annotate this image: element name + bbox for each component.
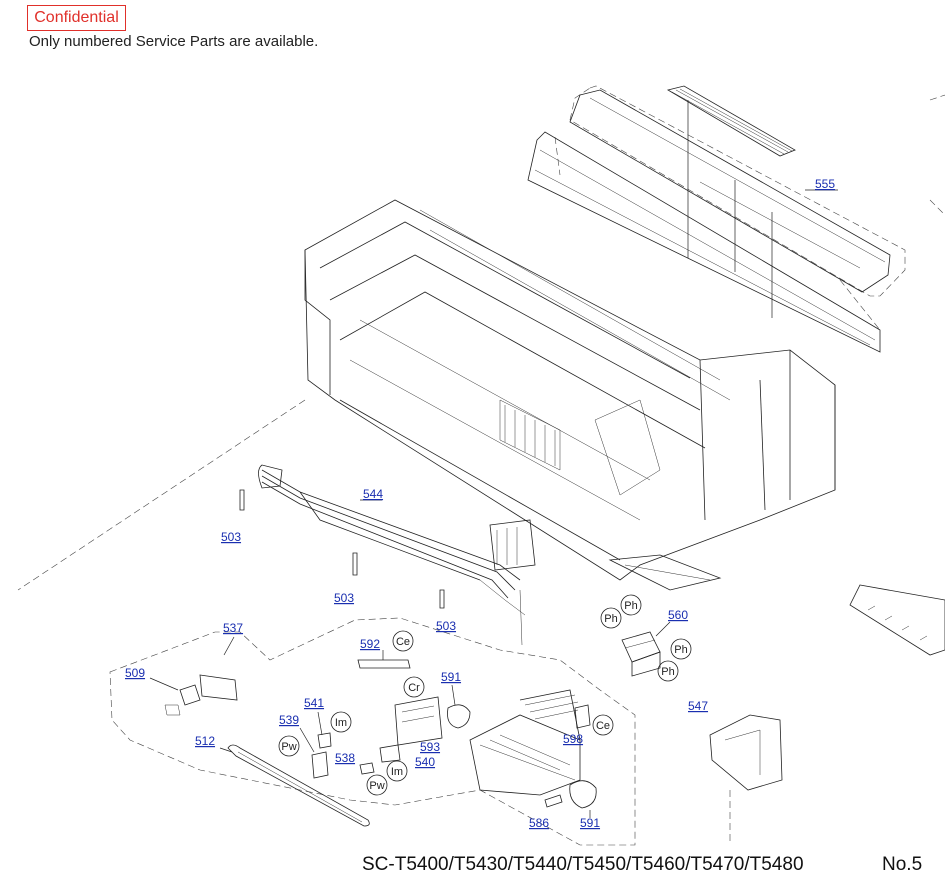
svg-text:Im: Im — [335, 717, 347, 729]
svg-text:Pw: Pw — [369, 780, 384, 792]
part-link-541[interactable]: 541 — [304, 696, 324, 710]
callout-badges: Ce Cr Im Pw Im Pw Ce Ph — [278, 594, 692, 796]
part-link-537[interactable]: 537 — [223, 621, 243, 635]
cable-harness — [239, 464, 536, 646]
svg-text:Ph: Ph — [624, 600, 637, 612]
part-link-540[interactable]: 540 — [415, 755, 435, 769]
svg-text:Pw: Pw — [281, 741, 296, 753]
badge-im-2: Im — [386, 760, 408, 782]
badge-ce-1: Ce — [392, 630, 414, 652]
part-link-509[interactable]: 509 — [125, 666, 145, 680]
badge-ph-4: Ph — [657, 660, 679, 682]
badge-ph-3: Ph — [670, 638, 692, 660]
main-frame — [17, 136, 881, 591]
part-link-555[interactable]: 555 — [815, 177, 835, 191]
part-labels: 555 544 503 503 503 537 509 512 539 541 … — [125, 177, 835, 830]
part-link-591-b[interactable]: 591 — [580, 816, 600, 830]
service-parts-note: Only numbered Service Parts are availabl… — [29, 33, 319, 50]
part-link-538[interactable]: 538 — [335, 751, 355, 765]
badge-ph-1: Ph — [620, 594, 642, 616]
part-link-547[interactable]: 547 — [688, 699, 708, 713]
svg-text:Ph: Ph — [661, 666, 674, 678]
lower-parts — [149, 94, 945, 845]
svg-text:Ce: Ce — [396, 636, 410, 648]
top-cover-assembly — [527, 85, 906, 353]
part-link-503-c[interactable]: 503 — [436, 619, 456, 633]
part-link-593[interactable]: 593 — [420, 740, 440, 754]
badge-pw-2: Pw — [366, 774, 388, 796]
part-link-539[interactable]: 539 — [279, 713, 299, 727]
part-link-503-a[interactable]: 503 — [221, 530, 241, 544]
part-link-544[interactable]: 544 — [363, 487, 383, 501]
badge-ce-2: Ce — [592, 714, 614, 736]
part-link-592[interactable]: 592 — [360, 637, 380, 651]
part-link-512[interactable]: 512 — [195, 734, 215, 748]
part-link-560[interactable]: 560 — [668, 608, 688, 622]
svg-text:Ph: Ph — [674, 644, 687, 656]
part-link-586[interactable]: 586 — [529, 816, 549, 830]
badge-im-1: Im — [330, 711, 352, 733]
part-link-598[interactable]: 598 — [563, 732, 583, 746]
model-list: SC-T5400/T5430/T5440/T5450/T5460/T5470/T… — [362, 854, 804, 875]
svg-text:Ce: Ce — [596, 720, 610, 732]
page-number: No.5 — [882, 854, 923, 875]
svg-text:Cr: Cr — [408, 682, 420, 694]
confidential-badge: Confidential — [27, 5, 126, 31]
svg-text:Ph: Ph — [604, 613, 617, 625]
badge-cr: Cr — [403, 676, 425, 698]
badge-pw-1: Pw — [278, 735, 300, 757]
part-link-591-a[interactable]: 591 — [441, 670, 461, 684]
carriage-unit-outline — [109, 617, 636, 846]
svg-text:Im: Im — [391, 766, 403, 778]
part-link-503-b[interactable]: 503 — [334, 591, 354, 605]
badge-ph-2: Ph — [600, 607, 622, 629]
